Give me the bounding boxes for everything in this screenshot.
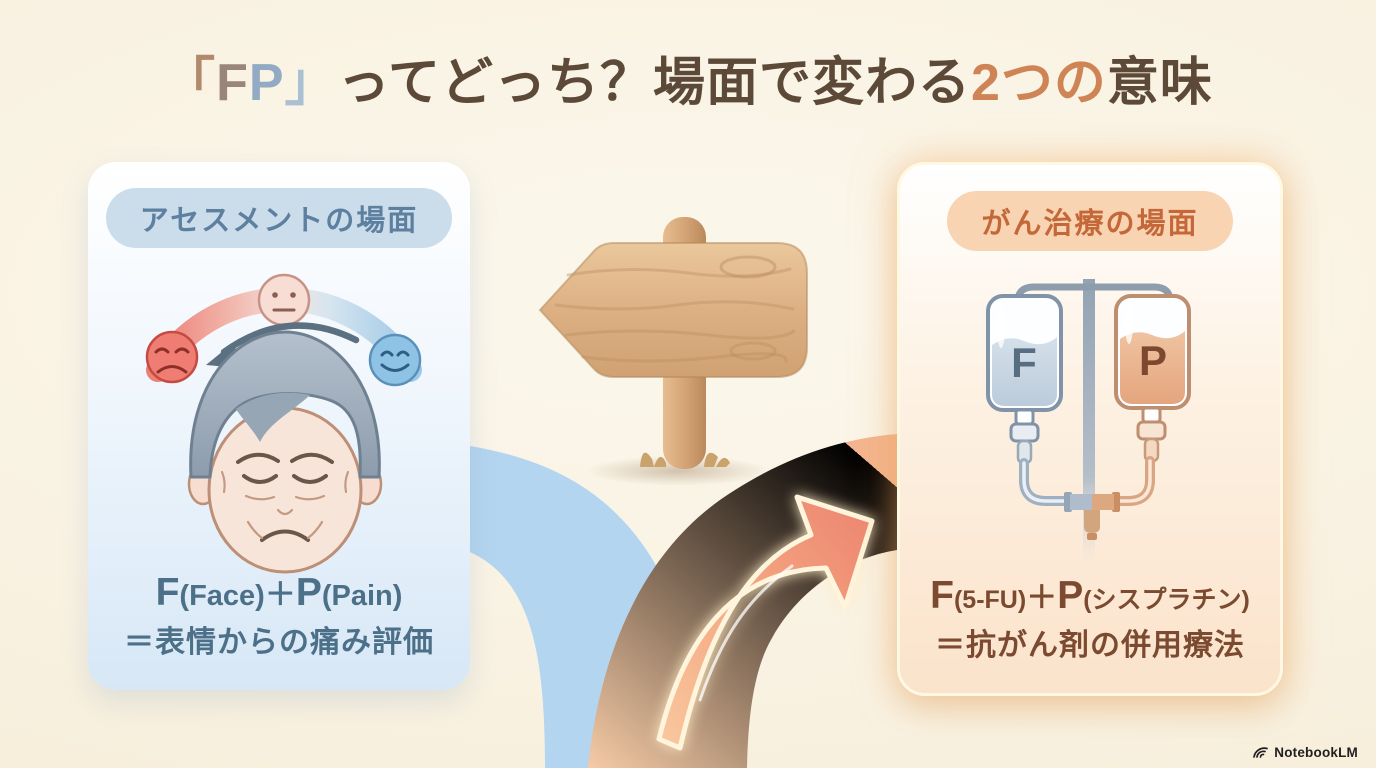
assessment-meaning: ＝表情からの痛み評価 (124, 625, 434, 659)
formula-p: P (295, 571, 322, 614)
formula-plus: ＋ (1026, 580, 1058, 615)
grass-tufts (640, 452, 730, 467)
treatment-badge: がん治療の場面 (947, 191, 1233, 251)
iv-bag-p-label: P (1139, 337, 1167, 384)
formula-f: F (155, 571, 180, 614)
treatment-meaning: ＝抗がん剤の併用療法 (935, 628, 1245, 662)
title-letter-p: P (248, 54, 285, 112)
iv-pole (1083, 279, 1095, 561)
notebooklm-logo-icon (1253, 747, 1269, 758)
title-bracket-open: 「 (163, 54, 217, 112)
title-tail: 意味 (1106, 54, 1213, 112)
page-title: 「FP」ってどっち？場面で変わる2つの意味 (0, 40, 1376, 115)
patient-face-illustration (187, 330, 383, 574)
neutral-face-icon (257, 273, 311, 327)
choice-arrow-icon (656, 494, 875, 751)
title-main-text: ってどっち？場面で変わる (337, 54, 971, 112)
iv-bag-p: P (1114, 294, 1191, 463)
watermark: NotebookLM (1252, 745, 1358, 760)
formula-plus: ＋ (264, 577, 296, 612)
iv-tube-f (1019, 458, 1075, 506)
watermark-label: NotebookLM (1274, 745, 1358, 760)
iv-t-connector (1064, 492, 1120, 540)
assessment-card: アセスメントの場面 (88, 162, 470, 690)
title-bracket-close: 」 (284, 54, 338, 112)
cancer-treatment-card: がん治療の場面 (897, 162, 1283, 696)
iv-bag-f: F (986, 294, 1063, 465)
iv-tube-p (1109, 456, 1155, 506)
happy-face-icon (368, 333, 422, 387)
signpost-graphic (538, 217, 808, 486)
sad-face-icon (145, 330, 199, 384)
title-letter-f: F (216, 54, 249, 112)
formula-p: P (1057, 574, 1084, 617)
signpost-board (538, 242, 808, 378)
pain-scale-illustration (145, 273, 422, 574)
formula-f-paren: (5-FU) (953, 586, 1027, 614)
formula-f: F (930, 574, 954, 617)
iv-bag-f-label: F (1011, 339, 1037, 386)
title-highlight: 2つの (970, 54, 1107, 112)
formula-p-paren: (Pain) (321, 580, 403, 612)
formula-f-paren: (Face) (179, 580, 265, 612)
iv-drip-illustration: F P (986, 279, 1191, 561)
formula-p-paren: (シスプラチン) (1083, 586, 1250, 614)
assessment-badge: アセスメントの場面 (105, 188, 453, 248)
assessment-formula: F(Face)＋P(Pain) ＝表情からの痛み評価 (88, 568, 470, 662)
treatment-formula: F(5-FU)＋P(シスプラチン) ＝抗がん剤の併用療法 (900, 571, 1280, 665)
